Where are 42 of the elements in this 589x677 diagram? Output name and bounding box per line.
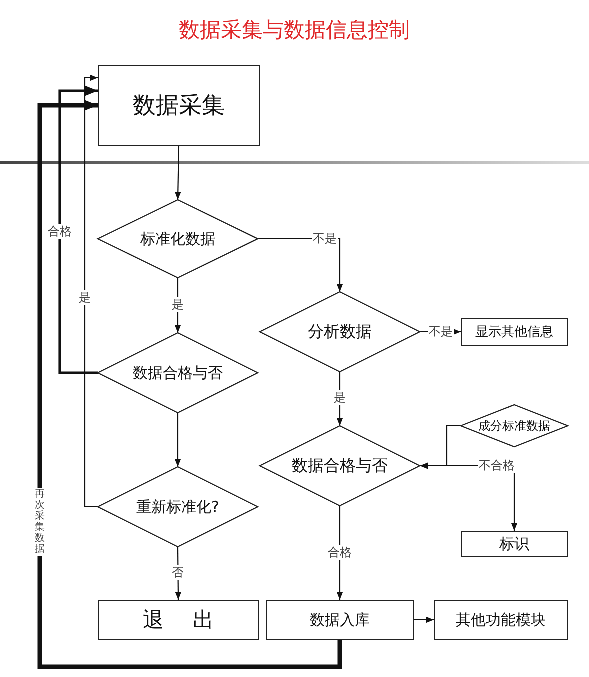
node-text: 标识: [500, 534, 530, 554]
process-box: [461, 318, 568, 346]
connector-arrow: [174, 413, 182, 467]
edge-label: 合格: [327, 545, 353, 561]
connector-arrow: [420, 425, 461, 470]
decision-diamond: [260, 426, 420, 506]
process-box: [98, 600, 259, 640]
decision-diamond: [461, 405, 568, 447]
process-box: [434, 600, 568, 640]
edge-label: 合格: [47, 224, 73, 240]
connector-arrow: [84, 74, 98, 508]
node-text: 数据合格与否: [292, 456, 388, 476]
node-text: 标准化数据: [140, 230, 216, 248]
edge-label: 不合格: [478, 458, 516, 474]
node-text: 数据合格与否: [133, 364, 223, 382]
node-text: 分析数据: [308, 322, 372, 342]
edge-label: 不是: [312, 231, 338, 247]
edge-label: 是: [78, 290, 92, 306]
node-text: 显示其他信息: [476, 324, 554, 341]
edge-label: 是: [333, 390, 347, 406]
connector-arrow: [414, 616, 434, 624]
process-box: [98, 65, 260, 146]
process-box: [266, 600, 414, 640]
edge-label: 不是: [428, 324, 454, 340]
node-text: 数据采集: [133, 92, 225, 121]
decision-diamond: [98, 200, 258, 278]
edge-label: 再次采集数据: [34, 488, 46, 556]
diagram-title: 数据采集与数据信息控制: [179, 17, 410, 44]
edge-label: 是: [171, 297, 185, 313]
decision-diamond: [260, 292, 420, 372]
node-text: 重新标准化?: [136, 498, 220, 516]
connector-arrow: [58, 86, 98, 374]
connector-arrow: [174, 146, 182, 200]
process-box: [461, 531, 568, 557]
node-text: 其他功能模块: [456, 610, 546, 630]
connector-arrow: [38, 100, 342, 670]
decision-diamond: [98, 467, 258, 547]
node-text: 数据入库: [310, 610, 370, 630]
edge-label: 否: [171, 565, 185, 581]
decision-diamond: [98, 333, 258, 413]
node-text: 退出: [142, 607, 244, 634]
node-text: 成分标准数据: [478, 418, 550, 434]
